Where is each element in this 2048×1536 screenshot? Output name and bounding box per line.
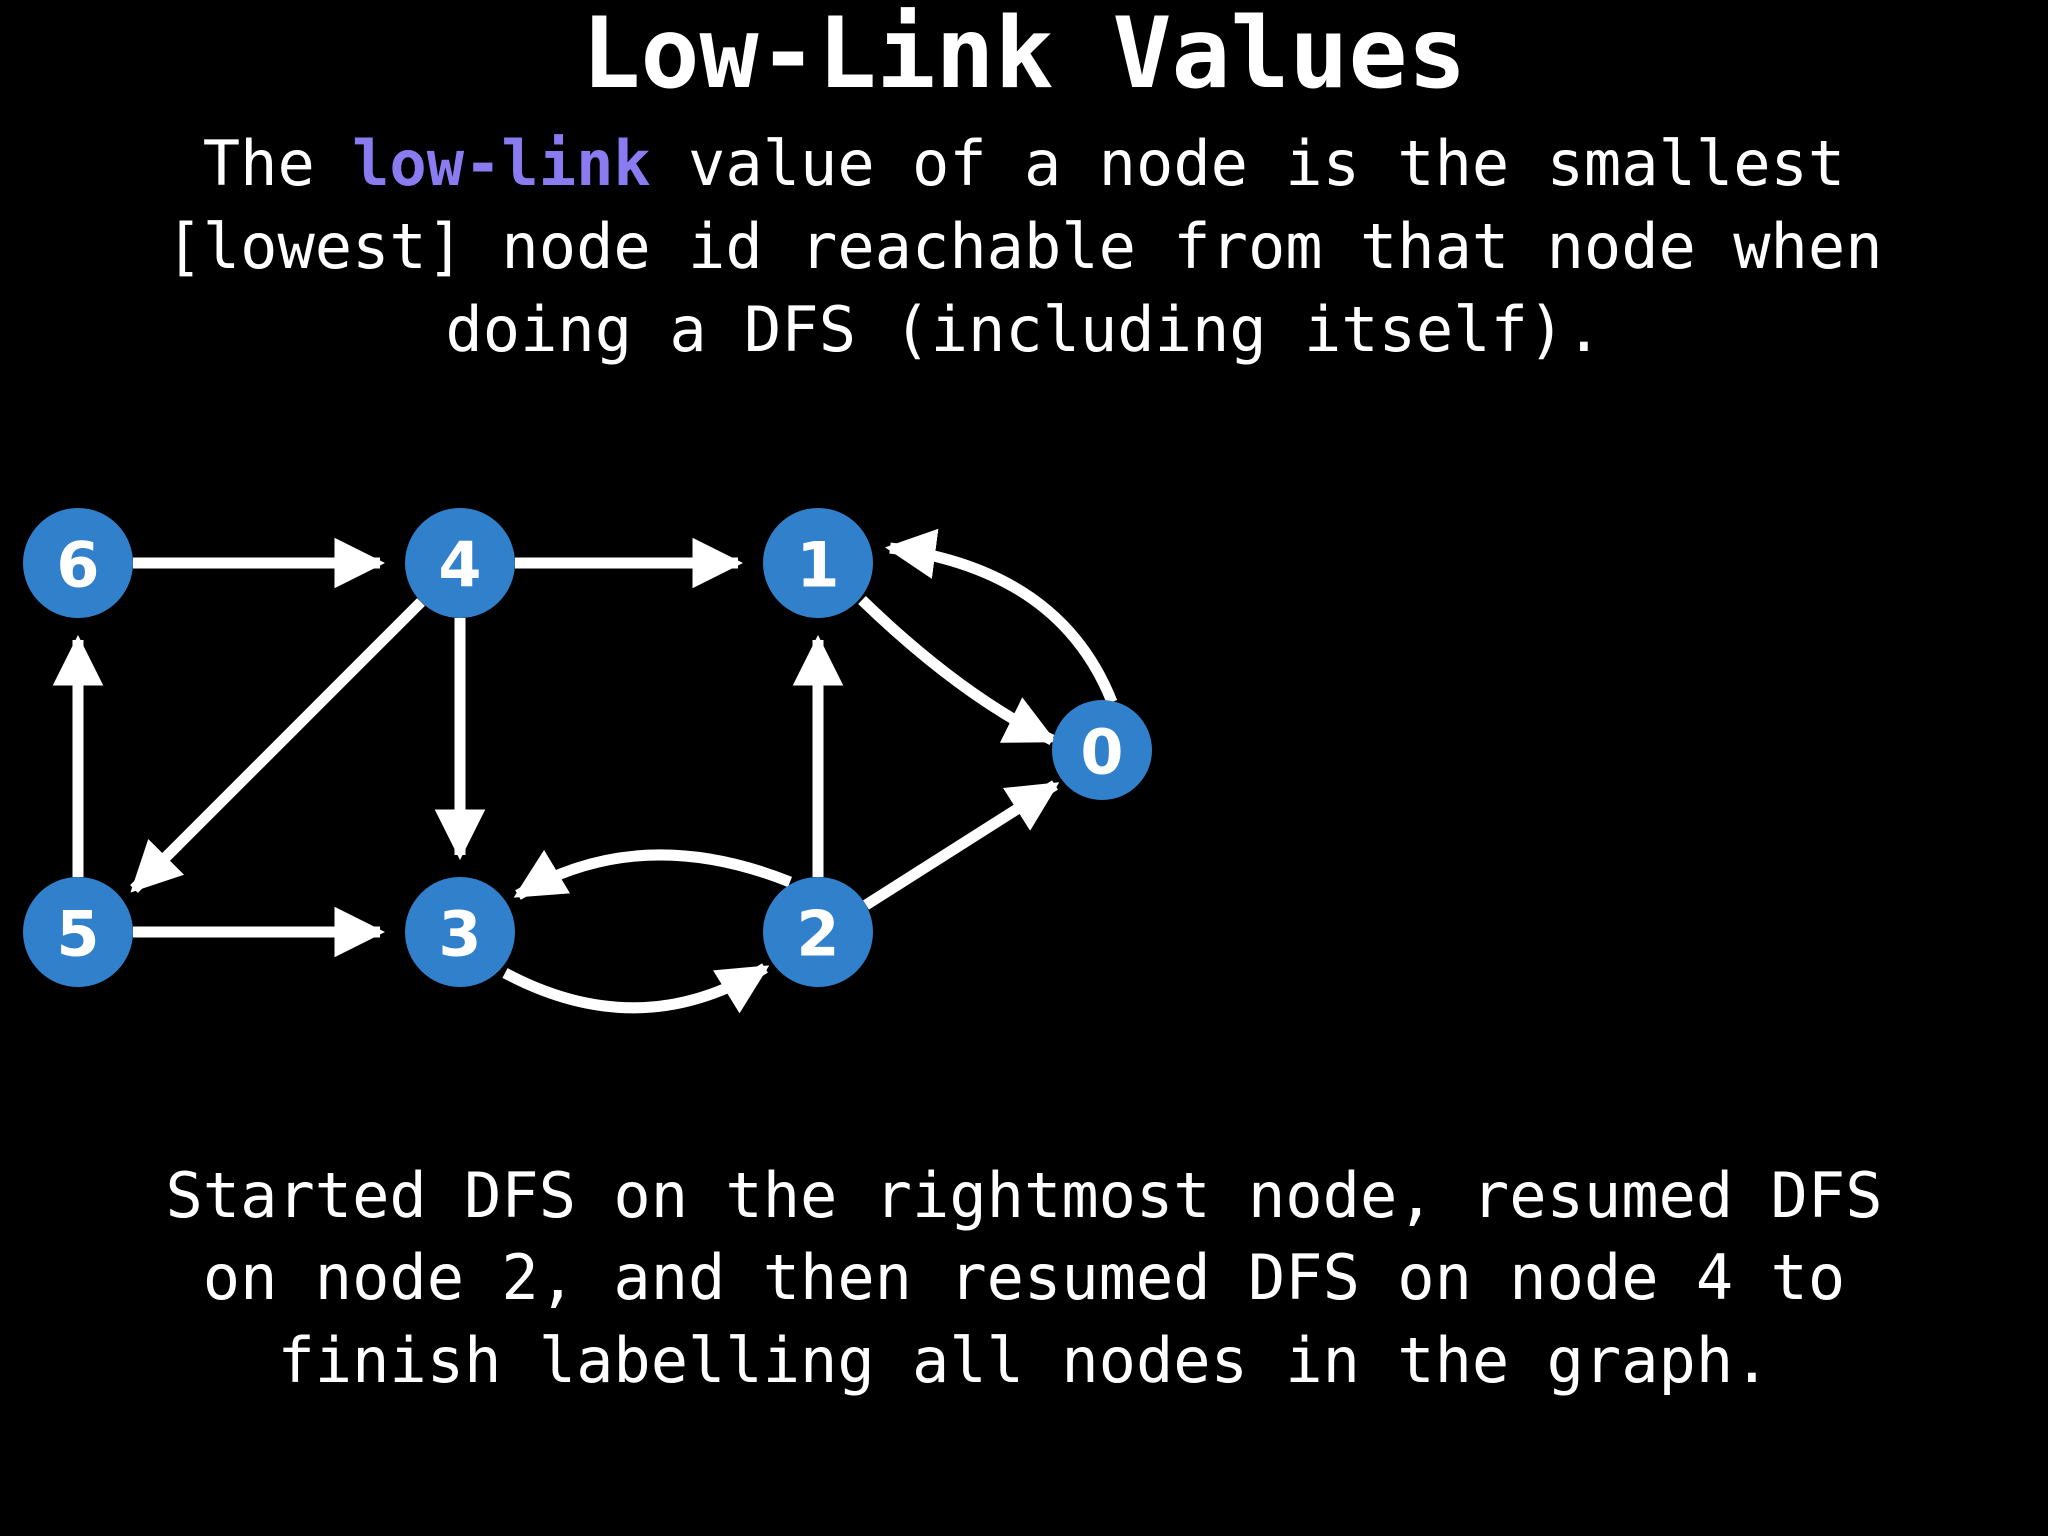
edge-0-to-1 (884, 528, 1118, 705)
node-6-circle[interactable] (23, 508, 133, 618)
definition-line3: doing a DFS (including itself). (445, 293, 1603, 367)
node-3-circle[interactable] (405, 877, 515, 987)
definition-line1-before: The (202, 127, 353, 200)
graph-svg: 6 4 1 0 5 3 2 (23, 508, 1152, 1014)
node-4-label: 4 (438, 529, 481, 602)
caption-paragraph: Started DFS on the rightmost node, resum… (0, 1155, 2048, 1402)
node-4[interactable]: 4 (405, 508, 515, 618)
node-5-circle[interactable] (23, 877, 133, 987)
node-3-label: 3 (438, 898, 481, 971)
node-5[interactable]: 5 (23, 877, 133, 987)
caption-line1: Started DFS on the rightmost node, resum… (165, 1159, 1883, 1232)
edge-1-to-0 (858, 596, 1057, 745)
edge-2-to-0 (863, 780, 1060, 910)
edge-3-to-2 (502, 963, 770, 1014)
node-4-circle[interactable] (405, 508, 515, 618)
node-1-label: 1 (796, 529, 839, 602)
caption-line3: finish labelling all nodes in the graph. (277, 1323, 1771, 1397)
node-0-label: 0 (1080, 716, 1123, 789)
node-0[interactable]: 0 (1052, 700, 1152, 800)
node-2[interactable]: 2 (763, 877, 873, 987)
caption-line2: on node 2, and then resumed DFS on node … (202, 1241, 1846, 1315)
node-1-circle[interactable] (763, 508, 873, 618)
graph-diagram: 6 4 1 0 5 3 2 (0, 440, 1300, 1080)
edge-2-to-3 (513, 849, 793, 900)
definition-line1-after: value of a node is the smallest (650, 127, 1846, 200)
node-2-label: 2 (796, 898, 839, 971)
definition-line2: [lowest] node id reachable from that nod… (165, 210, 1883, 284)
node-6[interactable]: 6 (23, 508, 133, 618)
definition-paragraph: The low-link value of a node is the smal… (0, 122, 2048, 371)
node-0-circle[interactable] (1052, 700, 1152, 800)
node-3[interactable]: 3 (405, 877, 515, 987)
node-1[interactable]: 1 (763, 508, 873, 618)
node-6-label: 6 (56, 529, 99, 602)
page-title: Low-Link Values (581, 0, 1467, 111)
node-2-circle[interactable] (763, 877, 873, 987)
low-link-highlight: low-link (352, 127, 651, 200)
edge-4-to-5 (130, 598, 425, 893)
node-5-label: 5 (56, 898, 99, 971)
